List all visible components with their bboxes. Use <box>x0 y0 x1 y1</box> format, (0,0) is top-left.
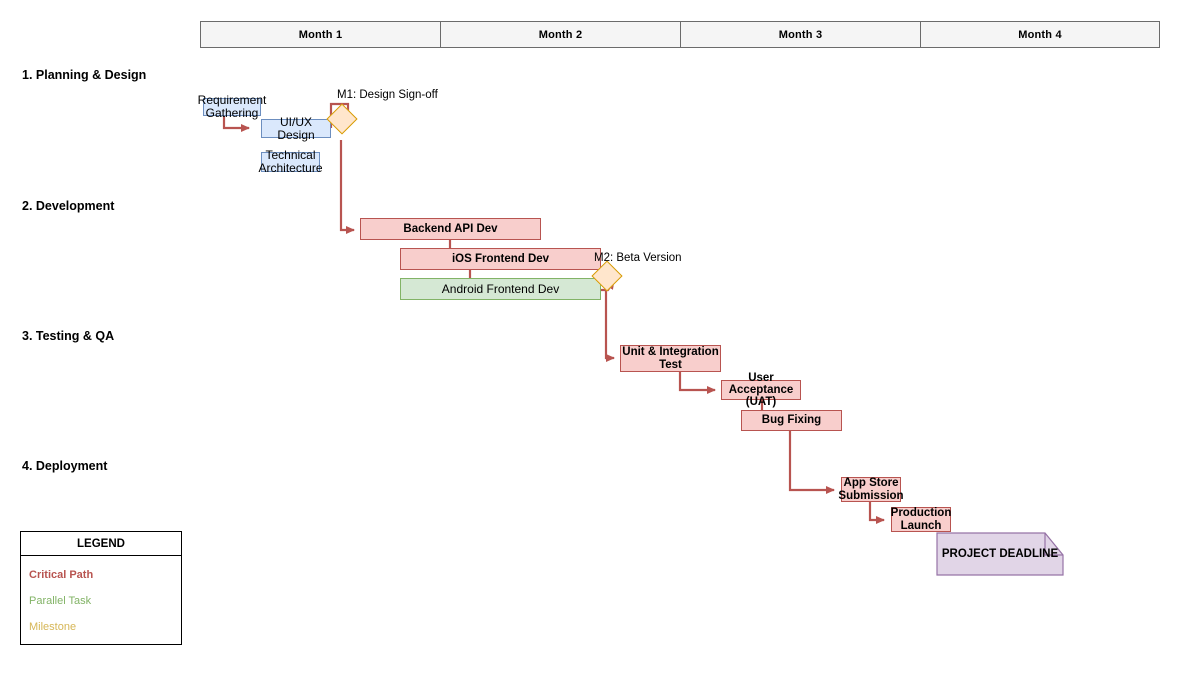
task-requirement-gathering[interactable]: Requirement Gathering <box>198 94 267 119</box>
legend-item-milestone: Milestone <box>29 621 77 633</box>
phase-label-deployment: 4. Deployment <box>22 459 108 473</box>
phase-label-planning: 1. Planning & Design <box>22 68 147 82</box>
task-label: Bug Fixing <box>761 414 822 427</box>
task-app-store-submission[interactable]: App Store Submission <box>838 477 904 502</box>
task-technical-architecture[interactable]: Technical Architecture <box>258 148 323 175</box>
task-bug-fixing[interactable]: Bug Fixing <box>741 410 842 431</box>
legend: LEGEND Critical Path Parallel Task Miles… <box>20 531 182 645</box>
task-uiux-design[interactable]: UI/UX Design <box>261 114 331 142</box>
month-cell-4: Month 4 <box>920 21 1160 48</box>
task-label: iOS Frontend Dev <box>451 252 550 265</box>
task-ios-frontend-dev[interactable]: iOS Frontend Dev <box>400 248 601 270</box>
milestone-m1-label: M1: Design Sign-off <box>337 89 438 101</box>
task-label: Technical Architecture <box>258 148 323 175</box>
project-deadline-label: PROJECT DEADLINE <box>941 547 1059 560</box>
task-label: Android Frontend Dev <box>441 281 560 296</box>
legend-title: LEGEND <box>21 532 181 556</box>
project-deadline[interactable]: PROJECT DEADLINE <box>937 533 1063 575</box>
task-label: UI/UX Design <box>277 114 315 142</box>
task-android-frontend-dev[interactable]: Android Frontend Dev <box>400 278 601 300</box>
project-deadline-shape <box>936 532 1064 576</box>
task-label: Requirement Gathering <box>197 93 267 120</box>
month-cell-3: Month 3 <box>680 21 920 48</box>
task-label: Backend API Dev <box>403 222 498 235</box>
task-label: Production Launch <box>890 507 952 532</box>
task-backend-api-dev[interactable]: Backend API Dev <box>360 218 541 240</box>
task-user-acceptance-uat[interactable]: User Acceptance (UAT) <box>721 372 801 408</box>
timeline-header: Month 1 Month 2 Month 3 Month 4 <box>200 21 1160 48</box>
task-label: App Store Submission <box>838 477 904 502</box>
phase-label-development: 2. Development <box>22 199 115 213</box>
task-production-launch[interactable]: Production Launch <box>891 507 951 532</box>
legend-item-parallel-task: Parallel Task <box>29 595 92 607</box>
phase-label-testing: 3. Testing & QA <box>22 329 115 343</box>
legend-item-critical-path: Critical Path <box>29 569 94 581</box>
milestone-m2-label: M2: Beta Version <box>594 252 682 264</box>
month-cell-2: Month 2 <box>440 21 680 48</box>
task-label: User Acceptance (UAT) <box>728 371 794 409</box>
month-cell-1: Month 1 <box>200 21 440 48</box>
task-unit-integration-test[interactable]: Unit & Integration Test <box>620 345 721 372</box>
task-label: Unit & Integration Test <box>622 346 719 371</box>
